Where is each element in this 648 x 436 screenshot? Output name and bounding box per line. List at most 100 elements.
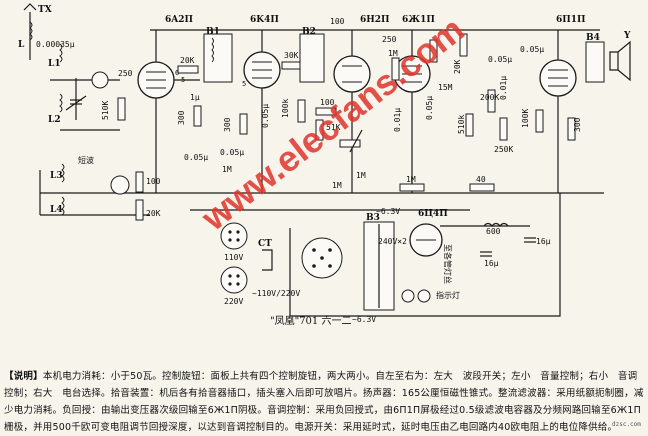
band-switch-lower <box>110 175 130 195</box>
cap-005-t2b-label: 0.05μ <box>220 148 244 157</box>
cap-005-e-label: 0.05μ <box>520 45 544 54</box>
ct-label: CT <box>258 239 272 249</box>
resistor-1m-b-label: 1M <box>356 171 366 180</box>
cap-1u-label: 1μ <box>190 93 200 102</box>
if-transformer-b1 <box>203 33 233 83</box>
filament-note-1: 至各管灯丝 <box>443 244 453 284</box>
resistor-100k-b-label: 100K <box>521 109 530 128</box>
pilot-lamp-label: 指示灯 <box>436 290 460 300</box>
resistor-600-label: 600 <box>486 227 501 236</box>
model-caption: "凤凰"701 六一二 <box>270 315 351 327</box>
resistor-300-t5 <box>567 117 576 141</box>
resistor-30k <box>281 61 303 70</box>
cap-005-t2-label: 0.05μ <box>261 104 270 128</box>
resistor-100-osc <box>135 171 144 193</box>
description-block: 【说明】本机电力消耗：小于50瓦。控制旋钮：面板上共有四个控制旋钮，两大两小。自… <box>4 368 644 436</box>
resistor-20k-t4 <box>459 33 468 57</box>
resistor-20k-t1-label: 20K <box>180 56 195 65</box>
coil-l3-label: L3 <box>50 171 63 181</box>
socket-220v-label: 220V <box>224 297 243 306</box>
output-transformer-b4 <box>585 41 605 83</box>
filter-choke <box>483 222 509 227</box>
tube-6k4p-label: 6K4Π <box>250 15 279 25</box>
antenna-coil-l <box>29 21 33 41</box>
filament-63-a-label: ~6.3V <box>376 207 400 216</box>
resistor-200k-label: 200K <box>480 93 499 102</box>
coil-l4-label: L4 <box>50 205 63 215</box>
resistor-1m-t4 <box>391 57 400 81</box>
coil-l-label: L <box>18 40 25 50</box>
cap-005-t1-label: 0.05μ <box>184 153 208 162</box>
resistor-300-t1 <box>193 105 202 127</box>
if-transformer-b2 <box>299 33 325 83</box>
volume-pot <box>339 139 361 148</box>
shortwave-label: 短波 <box>78 155 94 165</box>
b2-label: B2 <box>302 27 316 37</box>
resistor-1m-t4-label: 1M <box>388 49 398 58</box>
tube-6a2p-label: 6A2Π <box>165 15 194 25</box>
cap-005-c-label: 0.05μ <box>425 96 434 120</box>
hv-240-label: 240V×2 <box>378 237 407 246</box>
resistor-510k-b <box>465 113 474 137</box>
resistor-20k-osc-label: 20K <box>146 209 161 218</box>
resistor-100-osc-label: 100 <box>146 177 161 186</box>
description-heading: 【说明】 <box>4 371 43 382</box>
resistor-51k-label: 51K <box>326 123 341 132</box>
resistor-1m-a-label: 1M <box>222 165 232 174</box>
resistor-1m-c-label: 1M <box>406 175 416 184</box>
corner-mark: dzsc.com <box>612 421 641 428</box>
tube-6zh1p-label: 6Ж1Π <box>402 15 435 25</box>
resistor-300-t2 <box>239 113 248 135</box>
coil-l1 <box>59 43 63 63</box>
speaker-body <box>609 51 619 71</box>
coil-l2 <box>59 93 63 113</box>
resistor-40 <box>469 183 495 192</box>
resistor-300-t2-label: 300 <box>223 117 232 132</box>
resistor-100k-b <box>535 109 544 133</box>
cap-250-label: 250 <box>118 69 133 78</box>
band-switch-upper <box>91 71 109 89</box>
tx-label: TX <box>38 5 52 15</box>
socket-110v-label: 110V <box>224 253 243 262</box>
cap-250-b-label: 250 <box>382 35 397 44</box>
coil-l-value: 0.00035μ <box>36 40 75 49</box>
tube-6a2p-pin6: 6 <box>175 69 179 77</box>
socket-220v <box>220 266 248 294</box>
speaker-y-label: Y <box>623 31 631 41</box>
mains-plug <box>262 249 273 271</box>
cap-001-b-label: 0.01μ <box>499 76 508 100</box>
description-text: 本机电力消耗：小于50瓦。控制旋钮：面板上共有四个控制旋钮，两大两小。自左至右为… <box>4 371 644 433</box>
resistor-20k-t4-label: 20K <box>453 59 462 74</box>
socket-110v <box>220 222 248 250</box>
watermark: www.elecfans.com <box>193 8 472 238</box>
tuning-cap-arrow <box>65 95 87 111</box>
filter-cap-1-label: 16μ <box>484 259 499 268</box>
resistor-15m-label: 15M <box>438 83 453 92</box>
resistor-100-t3 <box>315 107 337 116</box>
pilot-lamp-2 <box>417 289 431 303</box>
resistor-200k <box>487 89 496 113</box>
coil-l1-label: L1 <box>48 59 61 69</box>
tube-6h2p-label: 6H2Π <box>360 15 390 25</box>
resistor-40-label: 40 <box>476 175 486 184</box>
b1-coil <box>211 37 214 63</box>
tube-6k4p-pin: 5 <box>242 80 246 88</box>
cap-001-a-label: 0.01μ <box>393 108 402 132</box>
coil-l4 <box>61 196 65 216</box>
speaker-cone <box>617 40 631 82</box>
resistor-51k <box>315 119 324 141</box>
antenna-symbol <box>23 3 37 11</box>
cap-005-d-label: 0.05μ <box>488 55 512 64</box>
b4-label: B4 <box>586 33 600 43</box>
resistor-250k <box>499 117 508 141</box>
resistor-250k-label: 250K <box>494 145 513 154</box>
filament-63-b-label: ~6.3V <box>352 315 376 324</box>
tube-6p1p-label: 6Π1Π <box>556 15 586 25</box>
cap-100-b-label: 100 <box>320 98 335 107</box>
b3-label: B3 <box>366 213 380 223</box>
resistor-100k-a-label: 100k <box>281 99 290 118</box>
b1-label: B1 <box>206 27 220 37</box>
resistor-20k-t1 <box>177 65 199 74</box>
volume-pot-arrow <box>349 129 363 153</box>
